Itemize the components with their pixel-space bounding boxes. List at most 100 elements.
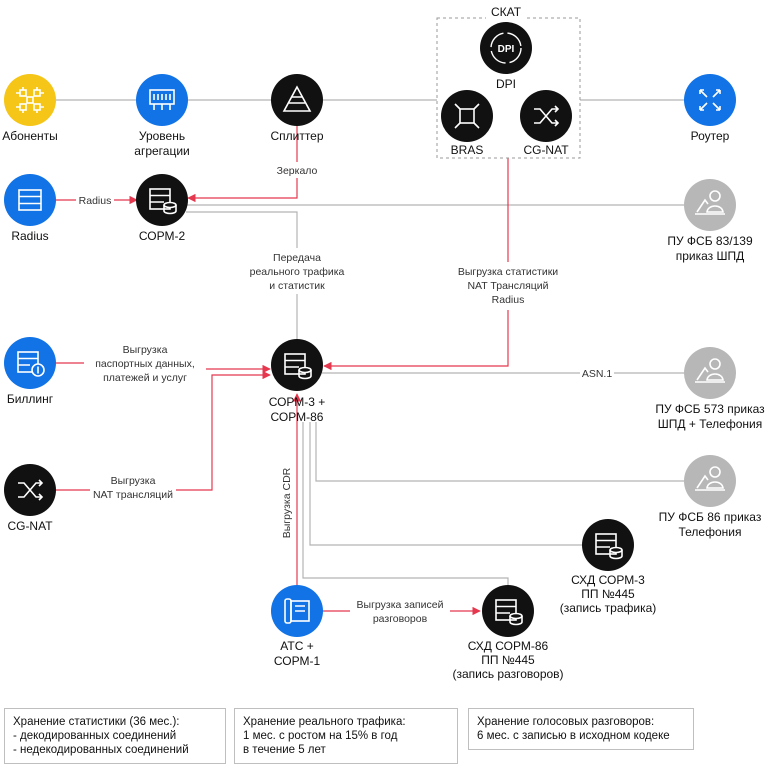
node-cgnat-left[interactable]: CG-NAT	[4, 464, 56, 533]
node-dpi-circle	[480, 22, 532, 74]
node-aggregation-label-1: Уровень	[139, 129, 185, 143]
node-pu86-label-1: ПУ ФСБ 86 приказ	[659, 510, 762, 524]
node-splitter[interactable]: Сплиттер	[270, 74, 324, 143]
node-radius[interactable]: Radius	[4, 174, 56, 243]
node-cgnat-top[interactable]: CG-NAT	[520, 90, 572, 157]
node-pu83[interactable]: ПУ ФСБ 83/139 приказ ШПД	[667, 179, 753, 263]
note-voice-storage: Хранение голосовых разговоров: 6 мес. с …	[468, 708, 694, 750]
operator-icon	[695, 358, 725, 383]
edge-labels: Зеркало Radius Передача реального трафик…	[76, 162, 614, 626]
link-skat-sorm3	[323, 158, 509, 371]
node-pu86-circle	[684, 455, 736, 507]
note-voice-line-2: 6 мес. с записью в исходном кодеке	[477, 730, 670, 742]
node-splitter-label: Сплиттер	[270, 129, 323, 143]
gray-connections	[30, 99, 710, 590]
node-cgnat-left-label: CG-NAT	[7, 519, 53, 533]
storage-icon	[284, 353, 312, 380]
node-aggregation-label-2: агрегации	[134, 144, 189, 158]
node-pu573-circle	[684, 347, 736, 399]
node-sorm2[interactable]: СОРМ-2	[136, 174, 188, 243]
storage-icon	[149, 188, 177, 215]
edge-bg-cdr	[280, 462, 294, 544]
note-statistics-line-3: - недекодированных соединений	[13, 744, 189, 756]
node-shd3[interactable]: СХД СОРМ-3 ПП №445 (запись трафика)	[560, 519, 657, 615]
operator-icon	[695, 466, 725, 491]
note-statistics-line-1: Хранение статистики (36 мес.):	[13, 716, 180, 728]
server-icon	[18, 189, 42, 211]
node-shd86-circle	[482, 585, 534, 637]
node-bras-circle	[441, 90, 493, 142]
edge-label-stats-2: NAT Трансляций	[467, 280, 548, 292]
node-sorm3-label-1: СОРМ-3 +	[269, 395, 326, 409]
node-router-circle	[684, 74, 736, 126]
node-pu83-label-1: ПУ ФСБ 83/139	[667, 234, 753, 248]
edge-bg-asn	[580, 366, 614, 380]
node-dpi[interactable]: DPI DPI	[480, 22, 532, 91]
edge-label-traffic-1: Передача	[273, 252, 321, 264]
note-statistics-storage: Хранение статистики (36 мес.): - декодир…	[4, 708, 226, 764]
node-shd3-label-1: СХД СОРМ-3	[571, 573, 645, 587]
node-shd86-label-3: (запись разговоров)	[452, 667, 563, 681]
node-bras[interactable]: BRAS	[441, 90, 493, 157]
node-abonenty[interactable]: Абоненты	[2, 74, 58, 143]
node-pu573-label-1: ПУ ФСБ 573 приказ	[655, 402, 765, 416]
edge-label-mirror: Зеркало	[277, 165, 318, 177]
node-splitter-circle	[271, 74, 323, 126]
node-router-label: Роутер	[691, 129, 730, 143]
node-radius-label: Radius	[11, 229, 48, 243]
storage-icon	[595, 533, 623, 560]
edge-bg-mirror	[271, 162, 323, 178]
notes-section: Хранение статистики (36 мес.): - декодир…	[0, 704, 768, 764]
edge-label-nat-2: NAT трансляций	[93, 489, 173, 501]
note-traffic-storage: Хранение реального трафика: 1 мес. с рос…	[234, 708, 458, 764]
skat-title: СКАТ	[491, 5, 522, 19]
link-splitter-sorm2-mirror	[187, 124, 298, 203]
storage-icon	[495, 599, 523, 626]
node-abonenty-circle	[4, 74, 56, 126]
node-sorm3-label-2: СОРМ-86	[271, 410, 324, 424]
bras-icon	[454, 103, 480, 129]
node-abonenty-label: Абоненты	[2, 129, 58, 143]
router-icon	[699, 89, 721, 111]
node-sorm3-circle	[271, 339, 323, 391]
edge-label-passport-2: паспортных данных,	[95, 358, 195, 370]
node-pu573[interactable]: ПУ ФСБ 573 приказ ШПД + Телефония	[655, 347, 765, 431]
edge-label-cdr: Выгрузка CDR	[281, 467, 293, 538]
node-shd86[interactable]: СХД СОРМ-86 ПП №445 (запись разговоров)	[452, 585, 564, 681]
note-traffic-line-2: 1 мес. с ростом на 15% в год	[243, 730, 398, 742]
node-billing[interactable]: Биллинг	[4, 337, 56, 406]
node-pu86-label-2: Телефония	[679, 525, 742, 539]
node-pu83-label-2: приказ ШПД	[676, 249, 745, 263]
node-sorm3[interactable]: СОРМ-3 + СОРМ-86	[269, 339, 326, 424]
shuffle-icon	[534, 105, 560, 127]
link-cgnat-sorm3	[55, 370, 271, 491]
edge-label-traffic-2: реального трафика	[250, 266, 345, 278]
node-sorm2-circle	[136, 174, 188, 226]
link-sorm2-sorm3	[186, 211, 298, 340]
node-pu86[interactable]: ПУ ФСБ 86 приказ Телефония	[659, 455, 762, 539]
edge-bg-radius	[76, 193, 114, 207]
link-sorm3-shd3	[309, 422, 608, 546]
edge-label-stats-3: Radius	[492, 294, 525, 306]
node-billing-circle	[4, 337, 56, 389]
edge-label-passport-1: Выгрузка	[123, 344, 168, 356]
edge-label-passport-3: платежей и услуг	[103, 372, 187, 384]
note-traffic-line-3: в течение 5 лет	[243, 744, 326, 756]
node-cgnat-top-label: CG-NAT	[523, 143, 569, 157]
node-shd86-label-1: СХД СОРМ-86	[468, 639, 549, 653]
node-bras-label: BRAS	[451, 143, 484, 157]
node-ats[interactable]: АТС + СОРМ-1	[271, 585, 323, 668]
edge-bg-records	[350, 598, 450, 626]
edge-bg-passport	[84, 340, 206, 388]
network-diagram: СКАТ Зеркало Radius Передача реального т…	[2, 5, 765, 681]
node-router[interactable]: Роутер	[684, 74, 736, 143]
billing-icon	[17, 351, 45, 377]
dpi-badge: DPI	[498, 44, 515, 55]
edge-bg-traffic	[240, 248, 354, 294]
node-aggregation[interactable]: Уровень агрегации	[134, 74, 190, 158]
network-icon	[16, 87, 44, 113]
node-ats-label-2: СОРМ-1	[274, 654, 321, 668]
note-voice-line-1: Хранение голосовых разговоров:	[477, 716, 655, 728]
node-shd86-label-2: ПП №445	[481, 653, 535, 667]
shuffle-icon	[18, 479, 44, 501]
